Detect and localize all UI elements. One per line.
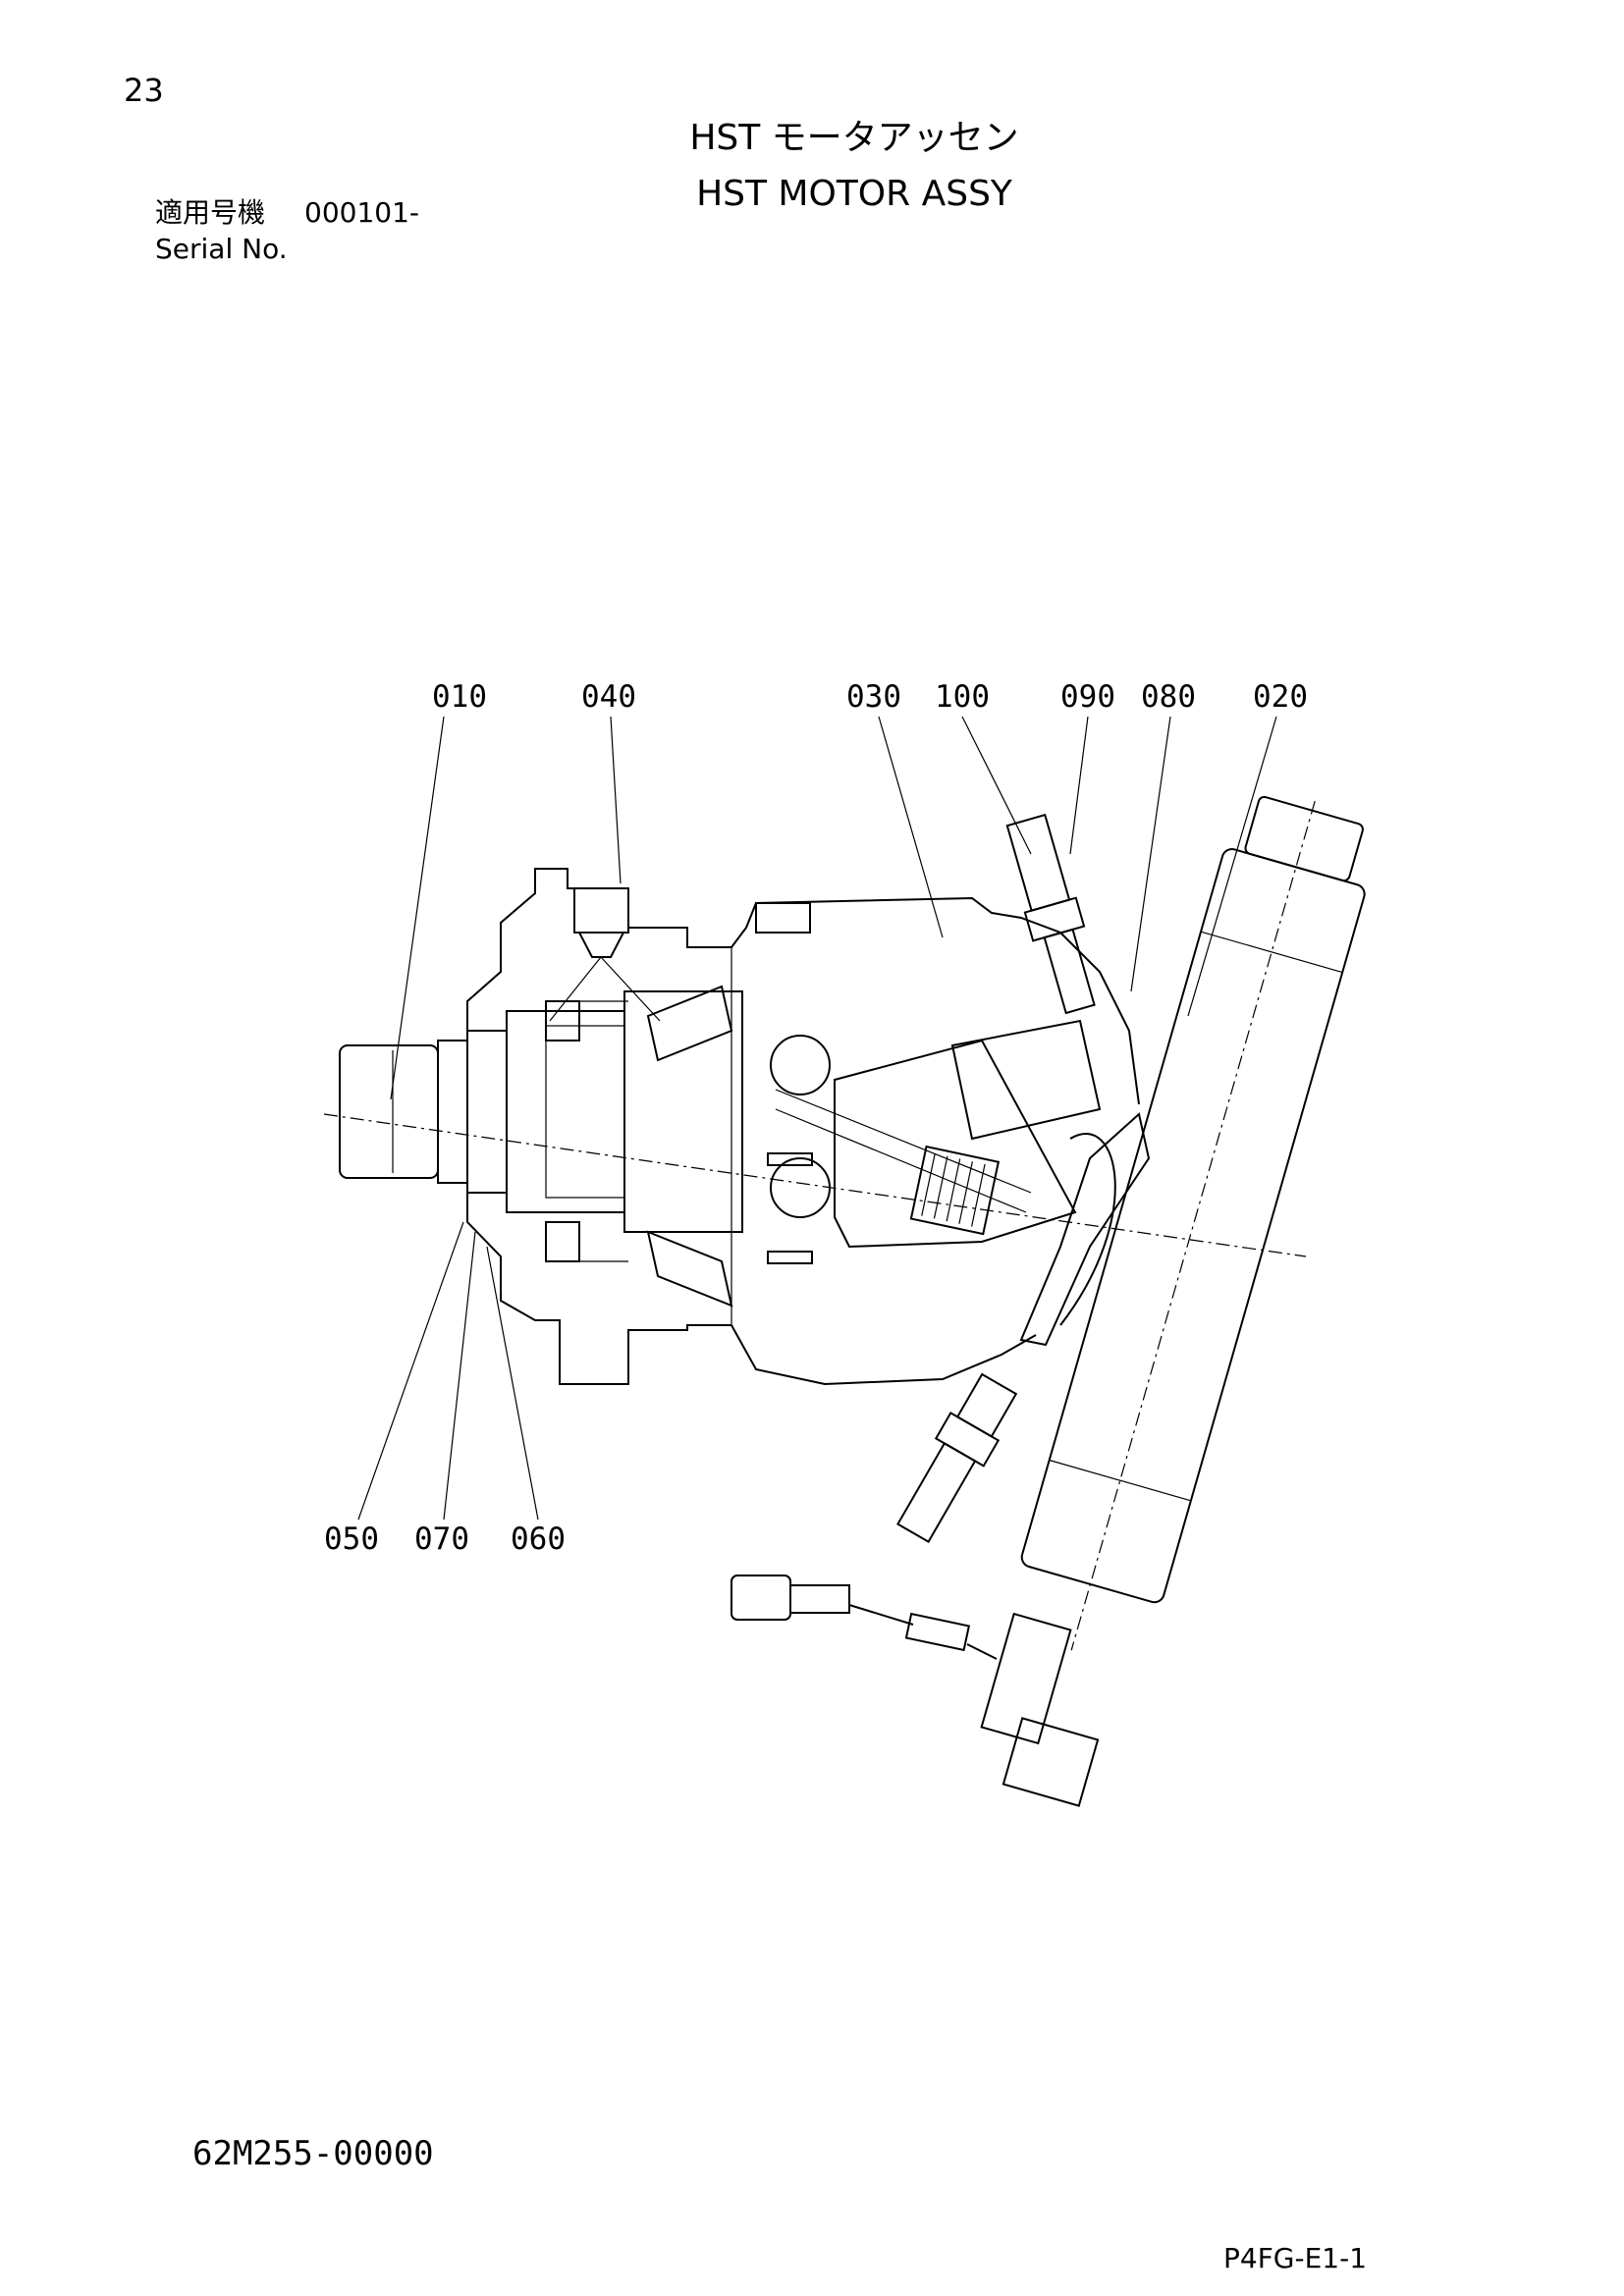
callout-010: 010 [432, 679, 487, 715]
callout-040: 040 [581, 679, 636, 715]
callout-100: 100 [935, 679, 990, 715]
regulator-cylinder [1020, 795, 1366, 1651]
center-line [323, 1113, 1307, 1257]
leader-lines [357, 716, 1277, 1521]
title-japanese: HST モータアッセン [689, 118, 1019, 158]
callout-070: 070 [414, 1522, 469, 1557]
callout-030: 030 [846, 679, 901, 715]
page-number: 23 [124, 72, 164, 109]
serial-label-english: Serial No. [155, 233, 288, 265]
serial-value: 000101- [304, 196, 419, 229]
port-plate [1019, 1112, 1151, 1347]
cylinder-block [767, 1019, 1102, 1264]
drawing-part-number: 62M255-00000 [192, 2134, 434, 2173]
main-housing [731, 896, 1140, 1386]
upper-adjust-screw [1005, 813, 1096, 1015]
sheet-identifier: P4FG-E1-1 [1223, 2242, 1368, 2274]
callout-050: 050 [324, 1522, 379, 1557]
front-housing [466, 868, 743, 1385]
lower-adjust-screw [896, 1372, 1018, 1543]
serial-label-japanese: 適用号機 [155, 196, 266, 229]
speed-sensor [731, 1575, 1100, 1807]
title-english: HST MOTOR ASSY [696, 174, 1012, 214]
output-shaft [339, 1040, 468, 1184]
callout-090: 090 [1060, 679, 1115, 715]
callout-020: 020 [1253, 679, 1308, 715]
callout-080: 080 [1141, 679, 1196, 715]
callout-060: 060 [511, 1522, 566, 1557]
